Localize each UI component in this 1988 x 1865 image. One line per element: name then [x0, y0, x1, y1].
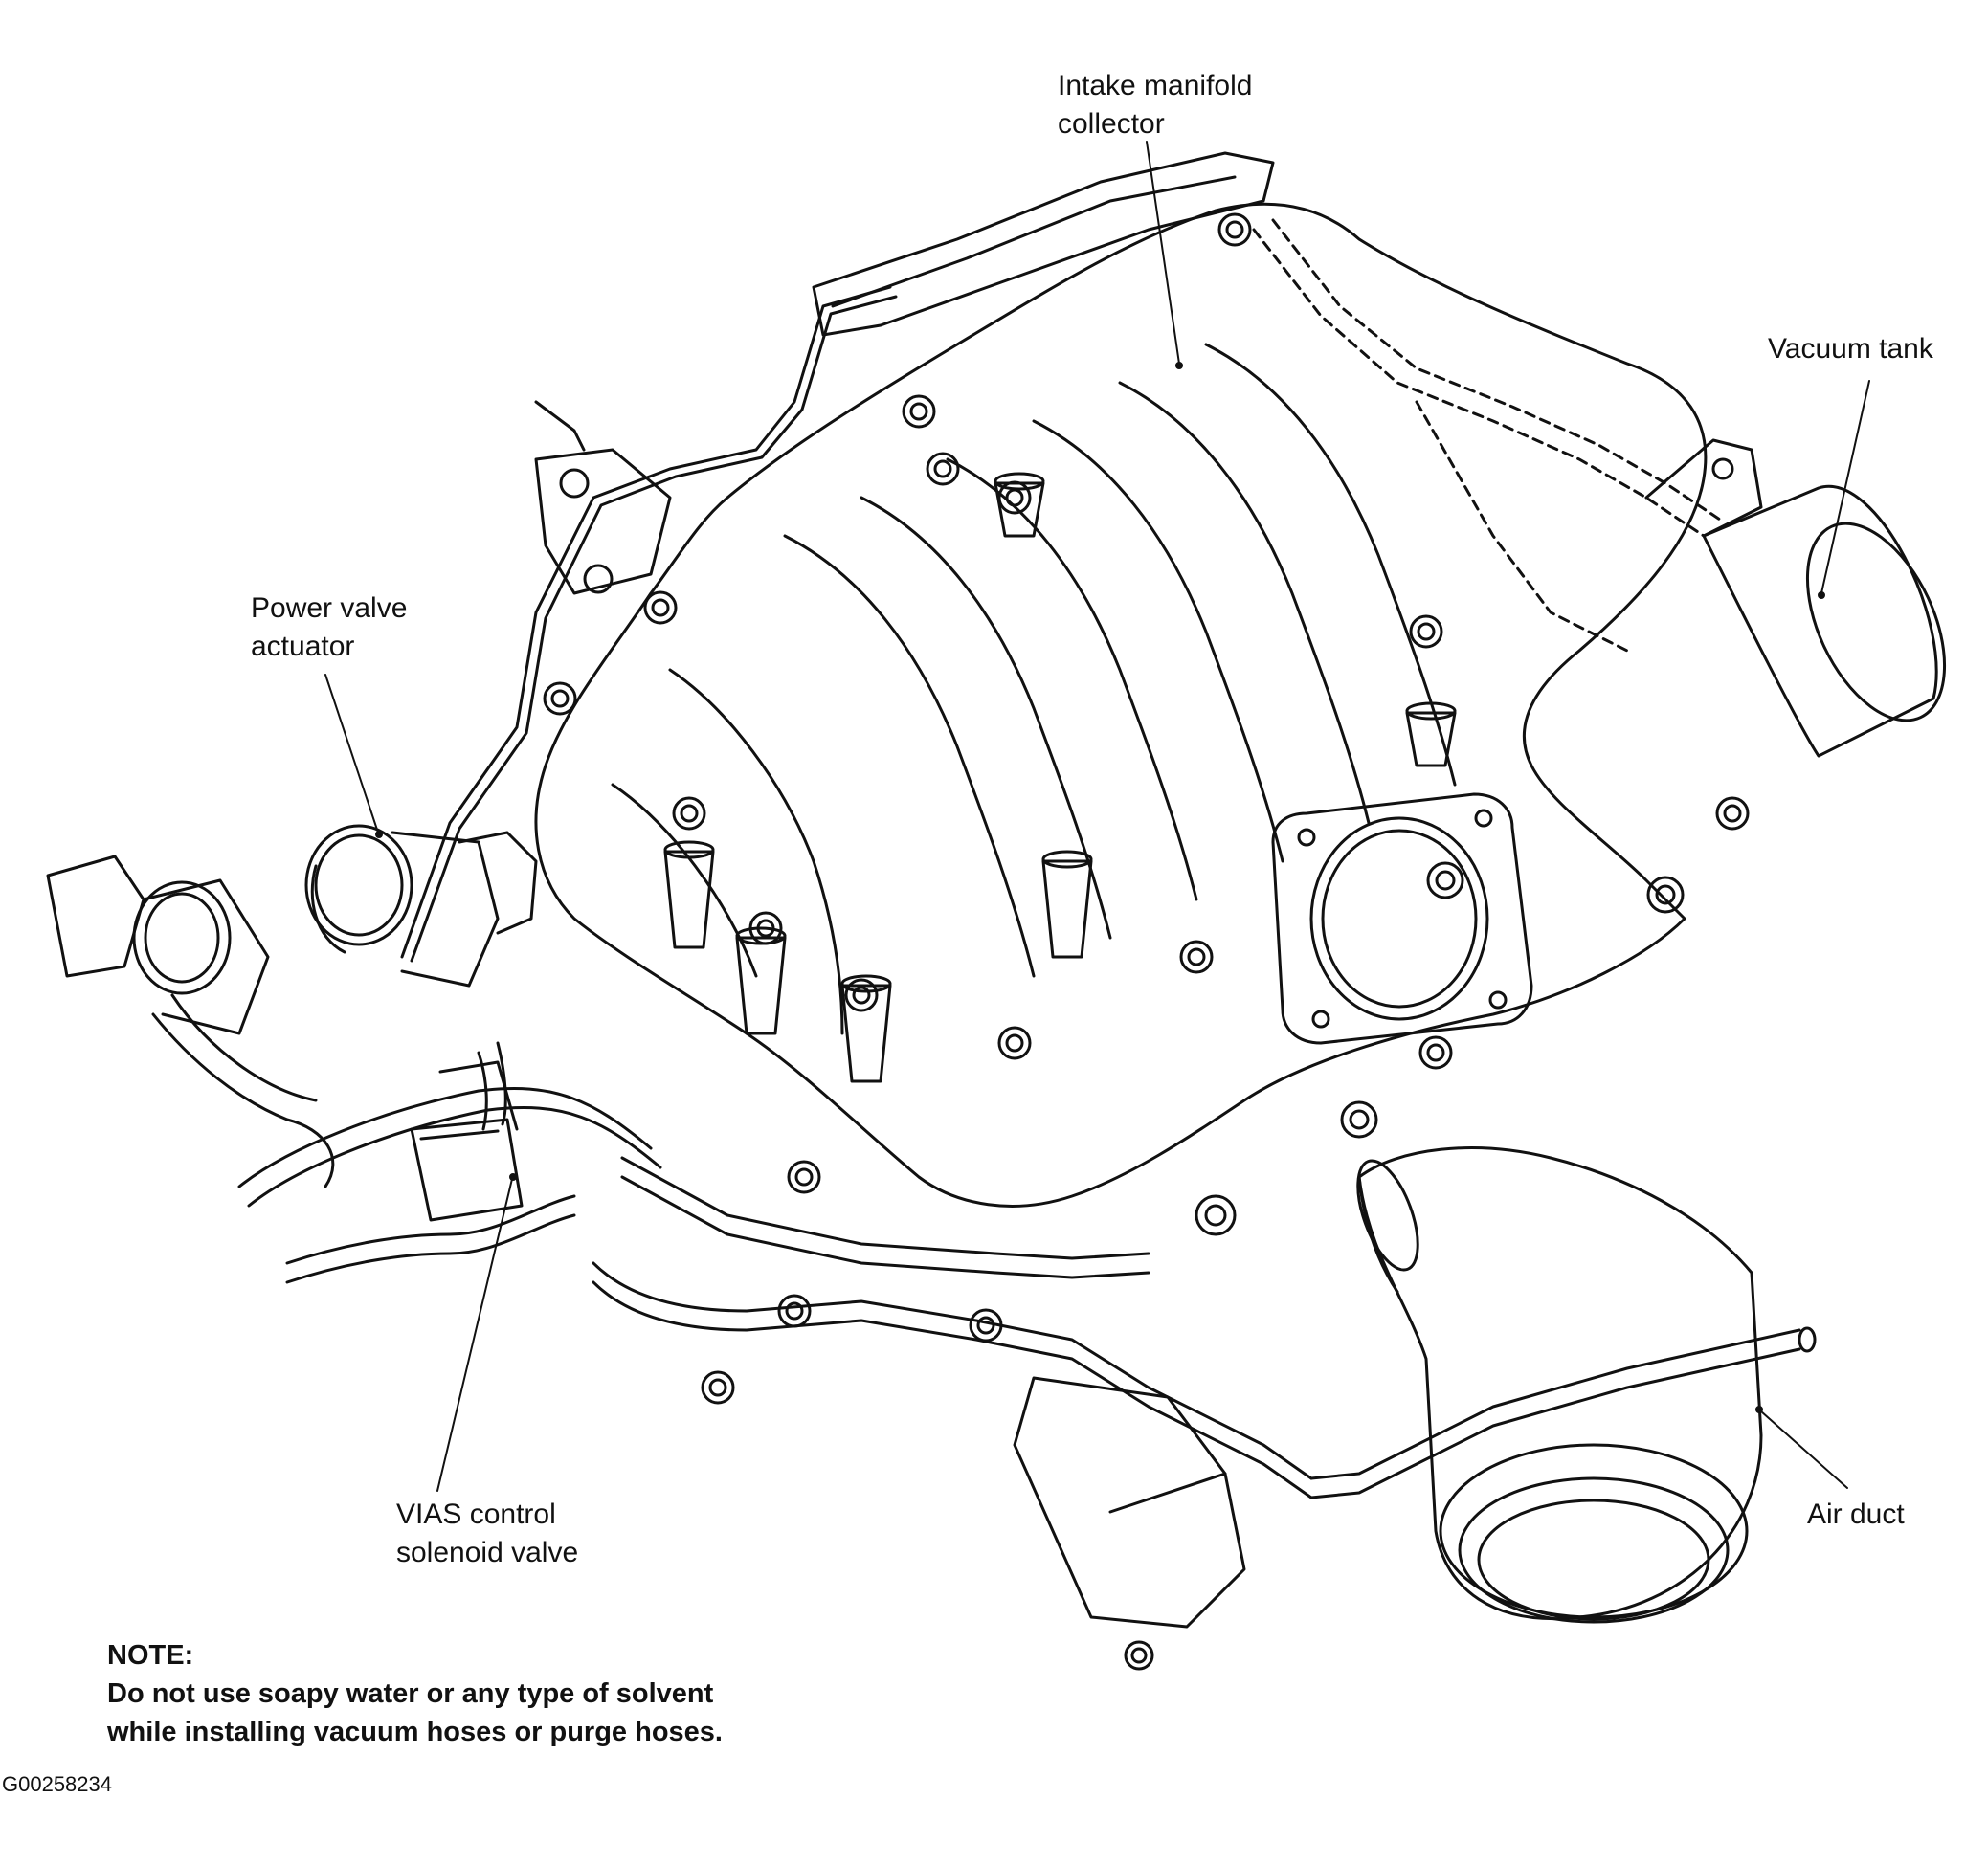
label-power-valve-actuator: Power valve actuator: [251, 589, 407, 666]
hoses: [237, 1087, 1817, 1499]
air-duct-illustration: [1356, 1146, 1763, 1624]
note-line-1: Do not use soapy water or any type of so…: [107, 1678, 714, 1709]
vias-solenoid-illustration: [410, 1041, 524, 1222]
label-intake-manifold-collector-line1: Intake manifold: [1058, 70, 1253, 101]
label-intake-manifold-collector-line2: collector: [1058, 108, 1165, 140]
coolant-outlet-illustration: [46, 855, 335, 1188]
left-upper-bracket: [534, 400, 672, 595]
label-power-valve-actuator-line1: Power valve: [251, 592, 408, 624]
note-heading: NOTE:: [107, 1640, 194, 1671]
label-vias-control-solenoid-valve: VIAS control solenoid valve: [396, 1496, 578, 1572]
installation-note: NOTE: Do not use soapy water or any type…: [107, 1636, 723, 1751]
label-vias-control-solenoid-valve-line2: solenoid valve: [396, 1537, 579, 1568]
intake-manifold-collector-illustration: [400, 151, 1725, 1208]
vacuum-tank-illustration: [1644, 438, 1947, 758]
power-valve-actuator-illustration: [304, 824, 538, 988]
label-air-duct-text: Air duct: [1807, 1499, 1905, 1530]
bolt-bosses: [543, 212, 1750, 1671]
lower-bracket: [1013, 1376, 1246, 1629]
label-vias-control-solenoid-valve-line1: VIAS control: [396, 1499, 556, 1530]
label-intake-manifold-collector: Intake manifold collector: [1058, 67, 1252, 144]
note-line-2: while installing vacuum hoses or purge h…: [107, 1717, 723, 1747]
label-power-valve-actuator-line2: actuator: [251, 631, 355, 662]
leader-lines: [324, 141, 1870, 1492]
figure-id: G00258234: [2, 1772, 112, 1796]
throttle-body-flange: [1271, 792, 1533, 1045]
label-air-duct: Air duct: [1807, 1496, 1905, 1534]
label-vacuum-tank: Vacuum tank: [1768, 330, 1933, 368]
runner-towers: [663, 472, 1457, 1083]
label-vacuum-tank-text: Vacuum tank: [1768, 333, 1933, 365]
